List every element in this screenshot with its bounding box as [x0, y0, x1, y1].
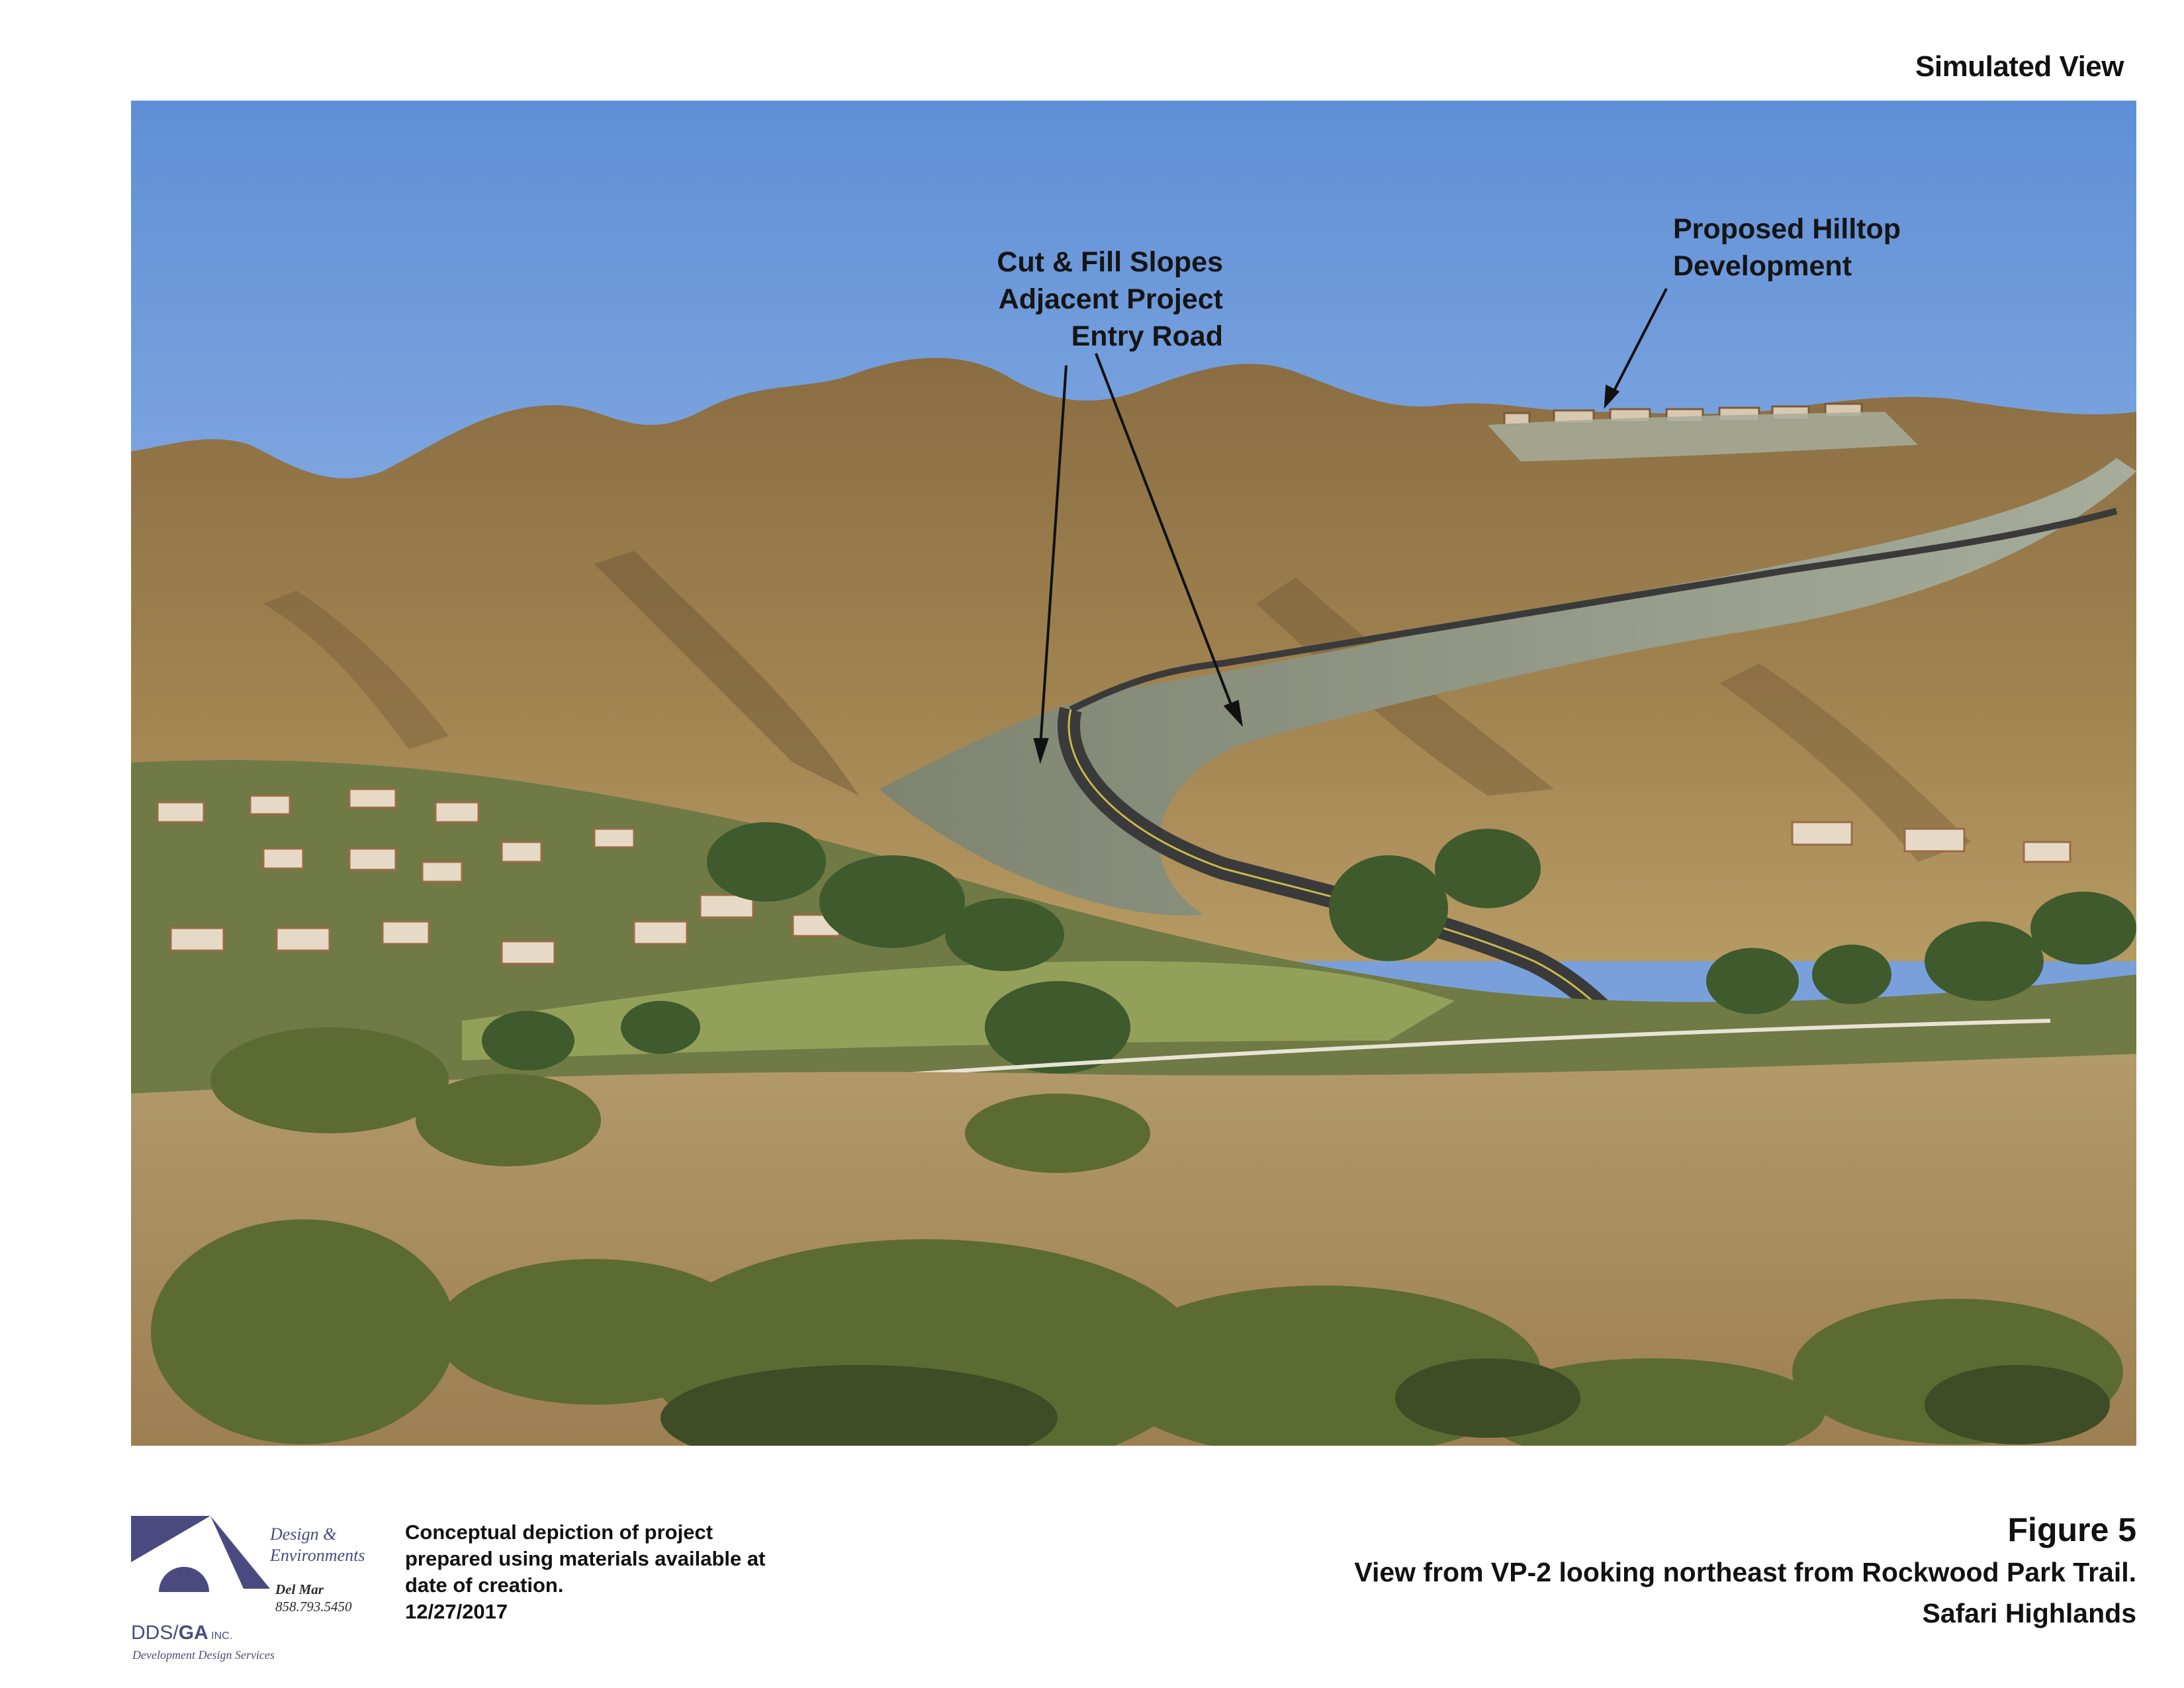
- logo-design-text: Design & Environments: [270, 1524, 365, 1566]
- disclaimer-date: 12/27/2017: [405, 1600, 508, 1623]
- logo-tagline: Development Design Services: [132, 1648, 275, 1662]
- leader-line: [1095, 353, 1234, 710]
- project-name: Safari Highlands: [1922, 1598, 2136, 1628]
- company-dds: DDS/: [131, 1622, 179, 1644]
- foreground-shrubs: [151, 1027, 2123, 1446]
- logo-office-info: Del Mar 858.793.5450: [275, 1581, 352, 1615]
- mountain-shadow: [594, 551, 859, 796]
- figure-caption-block: Figure 5 View from VP-2 looking northeas…: [1354, 1508, 2136, 1634]
- entry-road: [1069, 508, 2118, 713]
- tree-clusters: [482, 822, 2136, 1074]
- graded-slope: [879, 458, 2136, 916]
- logo-design-line: Design &: [270, 1524, 337, 1544]
- callout-line: Entry Road: [1071, 320, 1223, 352]
- figure-caption: View from VP-2 looking northeast from Ro…: [1354, 1557, 2136, 1587]
- neighborhood-houses-left: [156, 788, 841, 965]
- callout-line: Proposed Hilltop: [1673, 213, 1901, 245]
- landscape-illustration: [131, 101, 2136, 1446]
- company-logo: Design & Environments Del Mar 858.793.54…: [131, 1516, 396, 1662]
- logo-design-line: Environments: [270, 1546, 365, 1565]
- mountain-shadow: [263, 590, 449, 749]
- golf-fairway: [462, 961, 1455, 1060]
- office-name: Del Mar: [275, 1581, 324, 1597]
- callout-line: Development: [1673, 250, 1852, 282]
- mountain-shadow: [1719, 663, 1971, 862]
- simulated-landscape-photo: Cut & Fill Slopes Adjacent Project Entry…: [131, 101, 2136, 1446]
- figure-number: Figure 5: [2007, 1511, 2136, 1548]
- hilltop-callout: Proposed Hilltop Development: [1673, 211, 2070, 285]
- logo-company-name: DDS/GA INC.: [131, 1622, 232, 1644]
- disclaimer-text: Conceptual depiction of project prepared…: [405, 1519, 829, 1625]
- arrowhead: [1604, 384, 1620, 409]
- cut-fill-callout: Cut & Fill Slopes Adjacent Project Entry…: [892, 244, 1223, 355]
- disclaimer-line: prepared using materials available at: [405, 1547, 766, 1570]
- disclaimer-line: date of creation.: [405, 1573, 564, 1597]
- callout-line: Cut & Fill Slopes: [997, 246, 1223, 278]
- disclaimer-line: Conceptual depiction of project: [405, 1521, 713, 1544]
- neighborhood-houses-right: [1791, 821, 2071, 863]
- office-phone: 858.793.5450: [275, 1599, 352, 1615]
- company-ga: GA: [178, 1622, 208, 1644]
- callout-line: Adjacent Project: [998, 283, 1223, 315]
- arrowhead: [1033, 738, 1049, 764]
- leader-line: [1039, 365, 1068, 747]
- foreground-dark-shrubs: [660, 1358, 2110, 1446]
- arrowhead: [1223, 700, 1243, 727]
- callout-leaders: [1033, 288, 1668, 764]
- logo-mark-icon: [131, 1516, 270, 1615]
- hilltop-graded-pad: [1488, 412, 1918, 461]
- company-inc: INC.: [208, 1630, 233, 1642]
- simulated-view-label: Simulated View: [1915, 50, 2124, 83]
- leader-line: [1612, 288, 1668, 393]
